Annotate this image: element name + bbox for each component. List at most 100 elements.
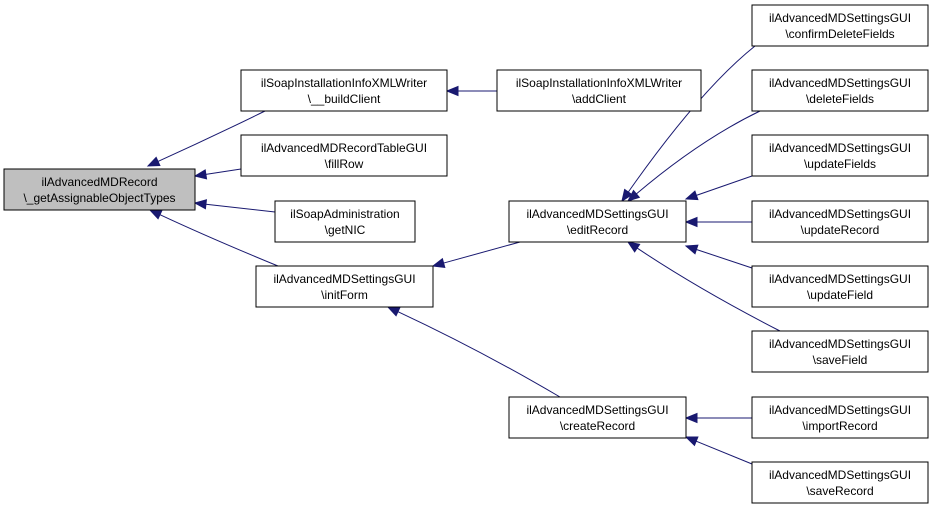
nodes-layer: ilAdvancedMDRecord \_getAssignableObjectT… [3,4,929,504]
node-settings_updaterecord[interactable]: ilAdvancedMDSettingsGUI\updateRecord [751,200,929,243]
node-soapadmin_getnic[interactable]: ilSoapAdministration \getNIC [274,200,416,243]
node-soapinst_add[interactable]: ilSoapInstallationInfoXMLWriter \addClien… [496,69,702,112]
edge-line [627,45,756,193]
node-method-name: \importRecord [802,419,877,433]
edge-line [397,311,561,398]
node-box[interactable] [751,134,929,177]
node-class-name: ilSoapInstallationInfoXMLWriter [516,76,682,90]
edge-line [696,249,753,269]
edge-settings_updatefields-to-settings_editrecord [684,175,753,201]
arrowhead [626,189,641,202]
node-method-name: \_getAssignableObjectTypes [23,191,175,205]
node-class-name: ilAdvancedMDSettingsGUI [769,272,911,286]
node-class-name: ilAdvancedMDRecordTableGUI [261,141,427,155]
edge-line [695,440,753,465]
arrowhead [684,190,699,201]
edge-recordtable_fillrow-to-root [193,168,242,180]
node-settings_updatefield[interactable]: ilAdvancedMDSettingsGUI\updateField [751,265,929,308]
node-method-name: \initForm [321,288,368,302]
node-settings_importrecord[interactable]: ilAdvancedMDSettingsGUI\importRecord [751,396,929,439]
node-class-name: ilAdvancedMDSettingsGUI [526,207,668,221]
edge-settings_saverecord-to-settings_createrecord [684,436,753,465]
node-method-name: \addClient [572,92,627,106]
node-box[interactable] [751,265,929,308]
node-method-name: \createRecord [560,419,635,433]
edge-settings_savefield-to-settings_editrecord [626,241,781,332]
node-class-name: ilAdvancedMDRecord [41,175,157,189]
node-method-name: \getNIC [325,223,366,237]
node-settings_createrecord[interactable]: ilAdvancedMDSettingsGUI \createRecord [508,396,687,439]
node-method-name: \deleteFields [806,92,874,106]
node-method-name: \__buildClient [308,92,381,106]
edge-line [205,168,242,175]
node-method-name: \fillRow [325,157,364,171]
edge-line [636,247,781,332]
arrowhead [684,216,698,228]
node-class-name: ilAdvancedMDSettingsGUI [769,11,911,25]
node-method-name: \updateRecord [801,223,880,237]
node-settings_saverecord[interactable]: ilAdvancedMDSettingsGUI \saveRecord [751,461,929,504]
node-settings_initform[interactable]: ilAdvancedMDSettingsGUI\initForm [255,265,434,308]
edge-settings_editrecord-to-settings_initform [431,241,521,268]
node-box[interactable] [240,134,448,177]
node-soapinst_build[interactable]: ilSoapInstallationInfoXMLWriter \__buildC… [240,69,448,112]
node-box[interactable] [751,69,929,112]
arrowhead [626,241,641,253]
edge-line [157,110,266,162]
arrowhead [193,199,208,210]
edge-settings_deletefields-to-settings_editrecord [626,110,761,202]
arrowhead [684,244,699,255]
edge-line [443,241,521,264]
node-settings_savefield[interactable]: ilAdvancedMDSettingsGUI \saveField [751,330,929,373]
node-method-name: \saveField [813,353,868,367]
edge-settings_updatefield-to-settings_editrecord [684,244,753,269]
edge-line [696,175,753,196]
node-box[interactable] [751,396,929,439]
arrowhead [684,412,698,424]
node-class-name: ilAdvancedMDSettingsGUI [526,403,668,417]
node-settings_updatefields[interactable]: ilAdvancedMDSettingsGUI\updateFields [751,134,929,177]
node-class-name: ilAdvancedMDSettingsGUI [769,76,911,90]
edge-settings_initform-to-root [148,209,279,267]
node-box[interactable] [496,69,702,112]
arrowhead [386,306,401,317]
arrowhead [445,85,459,97]
node-box[interactable] [751,200,929,243]
arrowhead [684,436,699,447]
node-box[interactable] [751,4,929,47]
edge-settings_updaterecord-to-settings_editrecord [684,216,752,228]
edge-soapadmin_getnic-to-root [193,199,276,213]
node-class-name: ilAdvancedMDSettingsGUI [769,468,911,482]
edge-line [159,214,279,267]
node-method-name: \saveRecord [806,484,873,498]
edge-settings_createrecord-to-settings_initform [386,306,561,398]
node-recordtable_fillrow[interactable]: ilAdvancedMDRecordTableGUI \fillRow [240,134,448,177]
node-class-name: ilAdvancedMDSettingsGUI [769,337,911,351]
node-method-name: \editRecord [567,223,628,237]
arrowhead [621,188,633,203]
node-box[interactable] [255,265,434,308]
node-root[interactable]: ilAdvancedMDRecord \_getAssignableObjectT… [3,168,196,211]
edge-soapinst_add-to-soapinst_build [445,85,497,97]
edge-line [205,203,276,213]
node-box[interactable] [274,200,416,243]
node-box[interactable] [508,396,687,439]
edges-layer [146,45,781,465]
node-box[interactable] [751,330,929,373]
edge-soapinst_build-to-root [146,110,266,167]
edge-line [636,110,761,195]
arrowhead [193,169,208,180]
arrowhead [148,209,163,220]
arrowhead [431,257,446,268]
node-box[interactable] [3,168,196,211]
node-box[interactable] [240,69,448,112]
node-class-name: ilSoapAdministration [290,207,399,221]
node-settings_confirmdelete[interactable]: ilAdvancedMDSettingsGUI\confirmDeleteFie… [751,4,929,47]
node-class-name: ilAdvancedMDSettingsGUI [769,141,911,155]
node-settings_editrecord[interactable]: ilAdvancedMDSettingsGUI \editRecord [508,200,687,243]
node-box[interactable] [508,200,687,243]
node-box[interactable] [751,461,929,504]
node-settings_deletefields[interactable]: ilAdvancedMDSettingsGUI \deleteFields [751,69,929,112]
node-class-name: ilSoapInstallationInfoXMLWriter [261,76,427,90]
